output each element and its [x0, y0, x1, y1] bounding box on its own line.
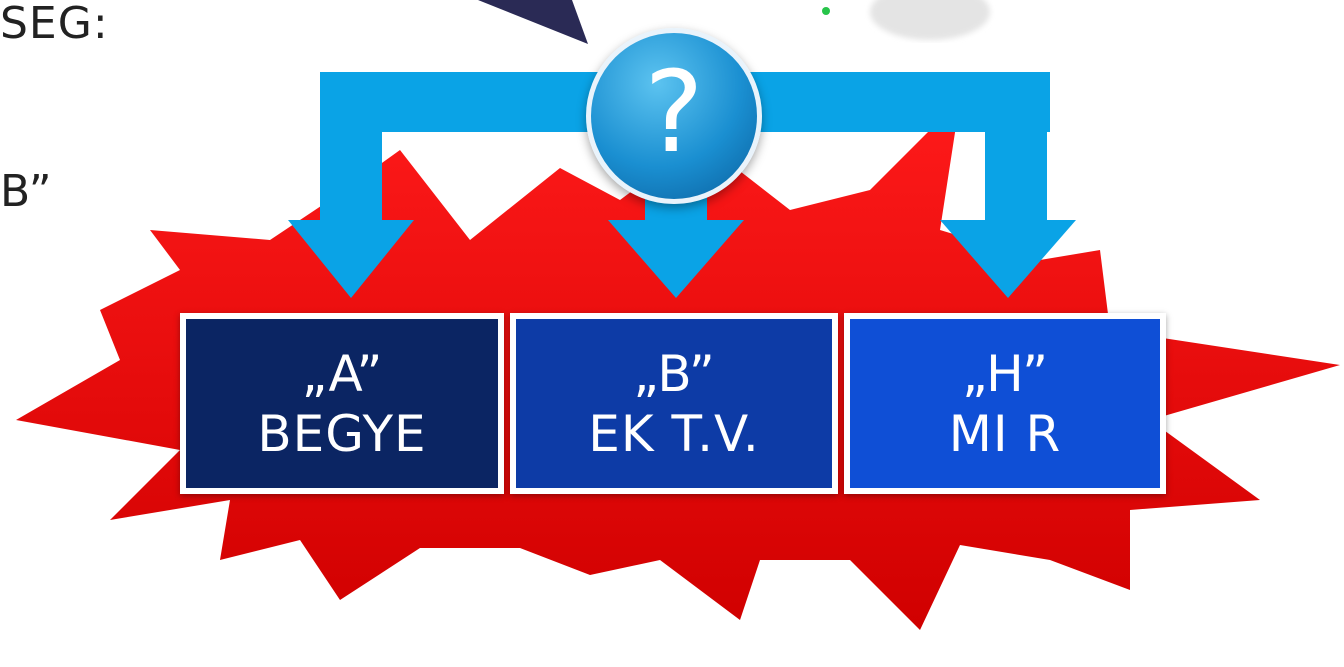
mid-left-partial-text: B”: [0, 166, 53, 217]
question-bubble[interactable]: ?: [586, 28, 762, 204]
gray-cloud: [870, 0, 990, 40]
green-dot: [822, 7, 830, 15]
option-a-label: BEGYE: [257, 404, 427, 463]
option-box-a[interactable]: „A” BEGYE: [180, 313, 504, 494]
option-h-letter: „H”: [961, 344, 1049, 403]
pointer-shape: [478, 0, 588, 44]
top-left-partial-text: SEG:: [0, 0, 109, 49]
option-a-letter: „A”: [301, 344, 383, 403]
option-h-label: MI R: [948, 404, 1062, 463]
option-box-b[interactable]: „B” EK T.V.: [510, 313, 838, 494]
option-b-label: EK T.V.: [588, 404, 760, 463]
question-mark: ?: [644, 48, 704, 178]
option-b-letter: „B”: [633, 344, 715, 403]
option-box-h[interactable]: „H” MI R: [844, 313, 1166, 494]
